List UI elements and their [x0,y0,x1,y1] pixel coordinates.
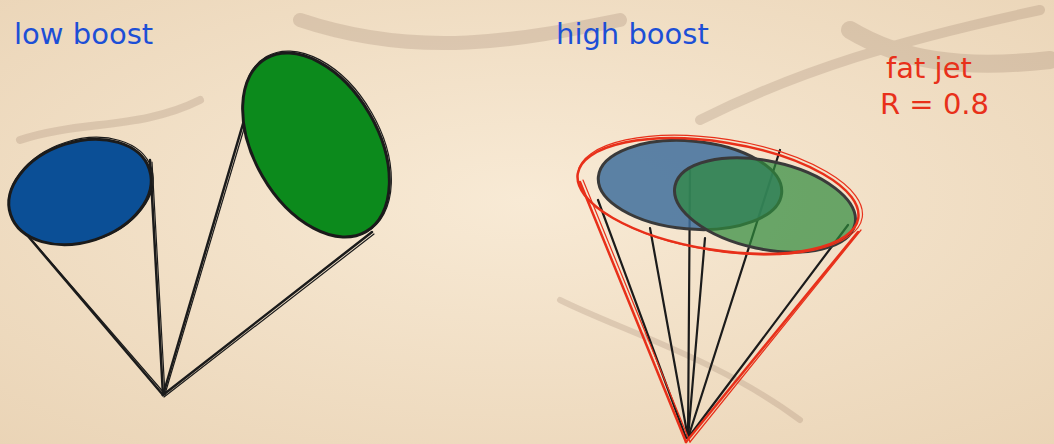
green-subjet [212,27,419,262]
low-boost-jets [0,25,422,397]
sketch-outline [0,120,167,263]
radius-value: R = 0.8 [880,90,989,119]
section-heading: low boost [14,20,153,49]
high-boost-jets [569,117,871,442]
green-subjet [666,143,864,267]
fat-jet-outline [569,117,871,442]
section-heading: high boost [556,20,709,49]
jet-label: fat jet [886,54,972,83]
blue-subjet [0,122,165,262]
background-strokes [20,10,1050,420]
sketch-outline [212,25,422,263]
